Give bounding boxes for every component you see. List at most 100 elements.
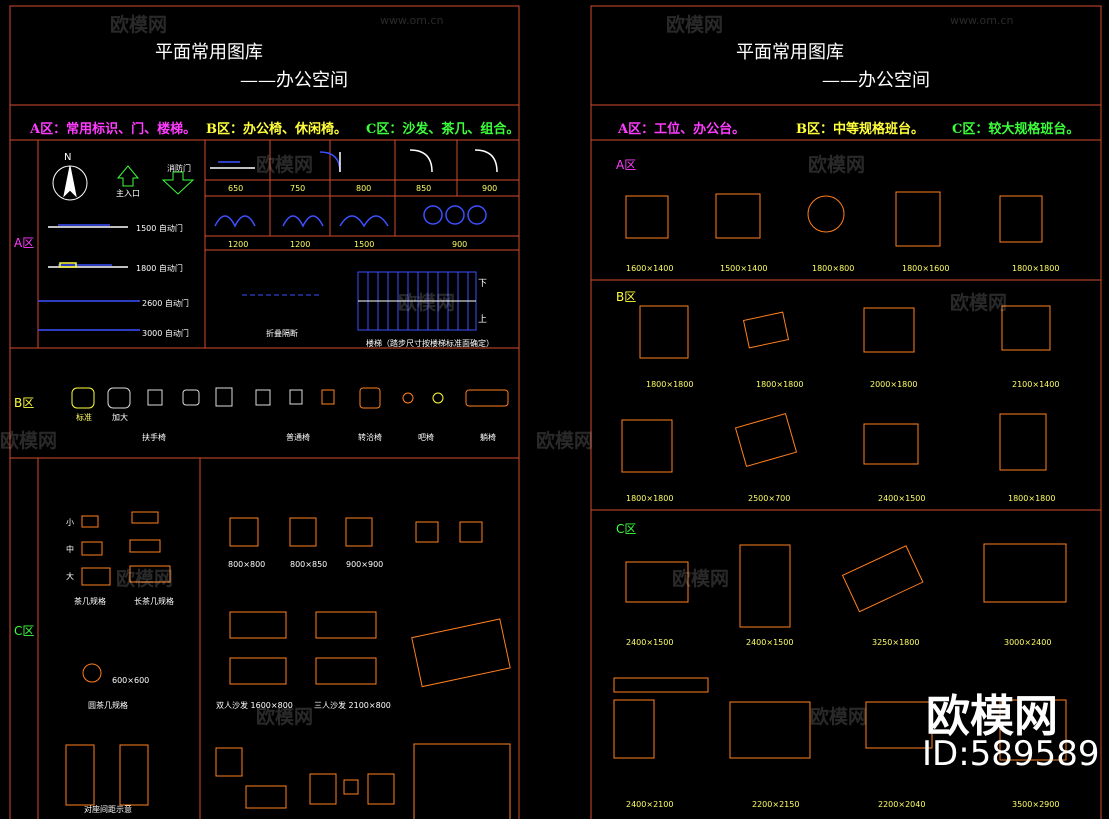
swing-doors-row2	[214, 205, 487, 228]
sofa-size-2: 800×850	[290, 560, 328, 569]
right-panel-frame	[590, 5, 1102, 819]
entrance-arrow-icon	[116, 165, 140, 187]
chair-label-bar: 吧椅	[418, 433, 434, 442]
watermark-brand: 欧模网	[672, 568, 730, 590]
left-panel-frame	[9, 5, 520, 819]
left-title: 平面常用图库	[155, 42, 263, 63]
right-zone-c-header: C区：较大规格班台。	[952, 122, 1080, 137]
c-size-8: 3500×2900	[1012, 800, 1060, 809]
stair-drawing	[357, 271, 477, 331]
left-zone-b-header: B区：办公椅、休闲椅。	[206, 122, 347, 137]
coffee-size-small: 小	[66, 518, 74, 527]
swing-doors-row1	[210, 149, 498, 173]
left-zone-c-header: C区：沙发、茶几、组合。	[366, 122, 520, 137]
door-width-650: 650	[228, 184, 244, 193]
chair-label-normal: 普通椅	[286, 433, 310, 442]
brand-logo: 欧模网	[926, 691, 1058, 742]
partition-label: 折叠隔断	[266, 329, 298, 338]
b-size-7: 2400×1500	[878, 494, 926, 503]
door-width-850: 850	[416, 184, 432, 193]
sofa-library	[65, 511, 511, 819]
watermark-brand: 欧模网	[808, 154, 866, 176]
chair-sub-standard: 标准	[76, 413, 92, 422]
stair-label: 楼梯（踏步尺寸按楼梯标准面确定）	[366, 339, 494, 348]
sofa2-label: 双人沙发 1600×800	[216, 701, 293, 710]
workstations	[613, 191, 1067, 761]
auto-doors	[38, 224, 140, 331]
c-size-4: 3000×2400	[1004, 638, 1052, 647]
door-width-1500: 1500	[354, 240, 375, 249]
watermark-url: www.om.cn	[950, 14, 1014, 27]
door-width-1200a: 1200	[228, 240, 249, 249]
stair-up-label: 上	[478, 315, 488, 325]
watermark-brand: 欧模网	[0, 430, 58, 452]
right-zone-b-label: B区	[616, 290, 637, 304]
door-label-2: 1800 自动门	[136, 264, 183, 273]
corner-label: 对座间距示意	[84, 805, 132, 814]
watermark-brand: 欧模网	[950, 292, 1008, 314]
exit-arrow-icon	[161, 171, 195, 195]
left-zone-c-label: C区	[14, 624, 35, 638]
door-label-3: 2600 自动门	[142, 299, 189, 308]
watermark-brand: 欧模网	[256, 154, 314, 176]
sofa3-label: 三人沙发 2100×800	[314, 701, 391, 710]
watermark-brand: 欧模网	[666, 14, 724, 36]
b-size-8: 1800×1800	[1008, 494, 1056, 503]
a-size-2: 1500×1400	[720, 264, 768, 273]
watermark-brand: 欧模网	[810, 706, 868, 728]
round-coffee-size: 600×600	[112, 676, 150, 685]
watermark-url: www.om.cn	[380, 14, 444, 27]
door-label-1: 1500 自动门	[136, 224, 183, 233]
right-zone-a-label: A区	[616, 158, 637, 172]
chair-row	[71, 387, 509, 409]
b-size-4: 2100×1400	[1012, 380, 1060, 389]
b-size-6: 2500×700	[748, 494, 791, 503]
watermark-brand: 欧模网	[256, 706, 314, 728]
c-size-7: 2200×2040	[878, 800, 926, 809]
c-size-2: 2400×1500	[746, 638, 794, 647]
watermark-brand: 欧模网	[398, 292, 456, 314]
coffee-label: 茶几规格	[74, 597, 106, 606]
chair-label-swivel: 转洽椅	[358, 433, 382, 442]
sofa-size-1: 800×800	[228, 560, 266, 569]
door-width-1200b: 1200	[290, 240, 311, 249]
stair-down-label: 下	[478, 279, 488, 289]
door-width-900b: 900	[452, 240, 468, 249]
compass-icon	[52, 165, 88, 201]
door-width-800: 800	[356, 184, 372, 193]
c-size-5: 2400×2100	[626, 800, 674, 809]
c-size-1: 2400×1500	[626, 638, 674, 647]
long-coffee-label: 长茶几规格	[134, 597, 174, 606]
entrance-label: 主入口	[116, 189, 140, 198]
b-size-3: 2000×1800	[870, 380, 918, 389]
a-size-1: 1600×1400	[626, 264, 674, 273]
right-zone-a-header: A区：工位、办公台。	[618, 122, 746, 137]
right-subtitle: ——办公空间	[822, 70, 930, 91]
right-zone-b-header: B区：中等规格班台。	[796, 122, 924, 137]
left-subtitle: ——办公空间	[240, 70, 348, 91]
watermark-brand: 欧模网	[536, 430, 594, 452]
coffee-size-large: 大	[66, 572, 74, 581]
right-title: 平面常用图库	[736, 42, 844, 63]
a-size-5: 1800×1800	[1012, 264, 1060, 273]
watermark-brand: 欧模网	[116, 568, 174, 590]
c-size-3: 3250×1800	[872, 638, 920, 647]
exit-label: 消防门	[167, 164, 191, 173]
chair-label-lounge: 躺椅	[480, 433, 496, 442]
c-size-6: 2200×2150	[752, 800, 800, 809]
a-size-4: 1800×1600	[902, 264, 950, 273]
b-size-5: 1800×1800	[626, 494, 674, 503]
b-size-1: 1800×1800	[646, 380, 694, 389]
sofa-size-3: 900×900	[346, 560, 384, 569]
door-width-900: 900	[482, 184, 498, 193]
round-coffee-label: 圆茶几规格	[88, 701, 128, 710]
door-label-4: 3000 自动门	[142, 329, 189, 338]
compass-n-label: N	[64, 152, 72, 163]
resource-id: ID:589589	[922, 734, 1100, 774]
left-zone-a-header: A区：常用标识、门、楼梯。	[30, 122, 197, 137]
chair-sub-large: 加大	[112, 413, 128, 422]
b-size-2: 1800×1800	[756, 380, 804, 389]
left-zone-a-label: A区	[14, 236, 35, 250]
watermark-brand: 欧模网	[110, 14, 168, 36]
